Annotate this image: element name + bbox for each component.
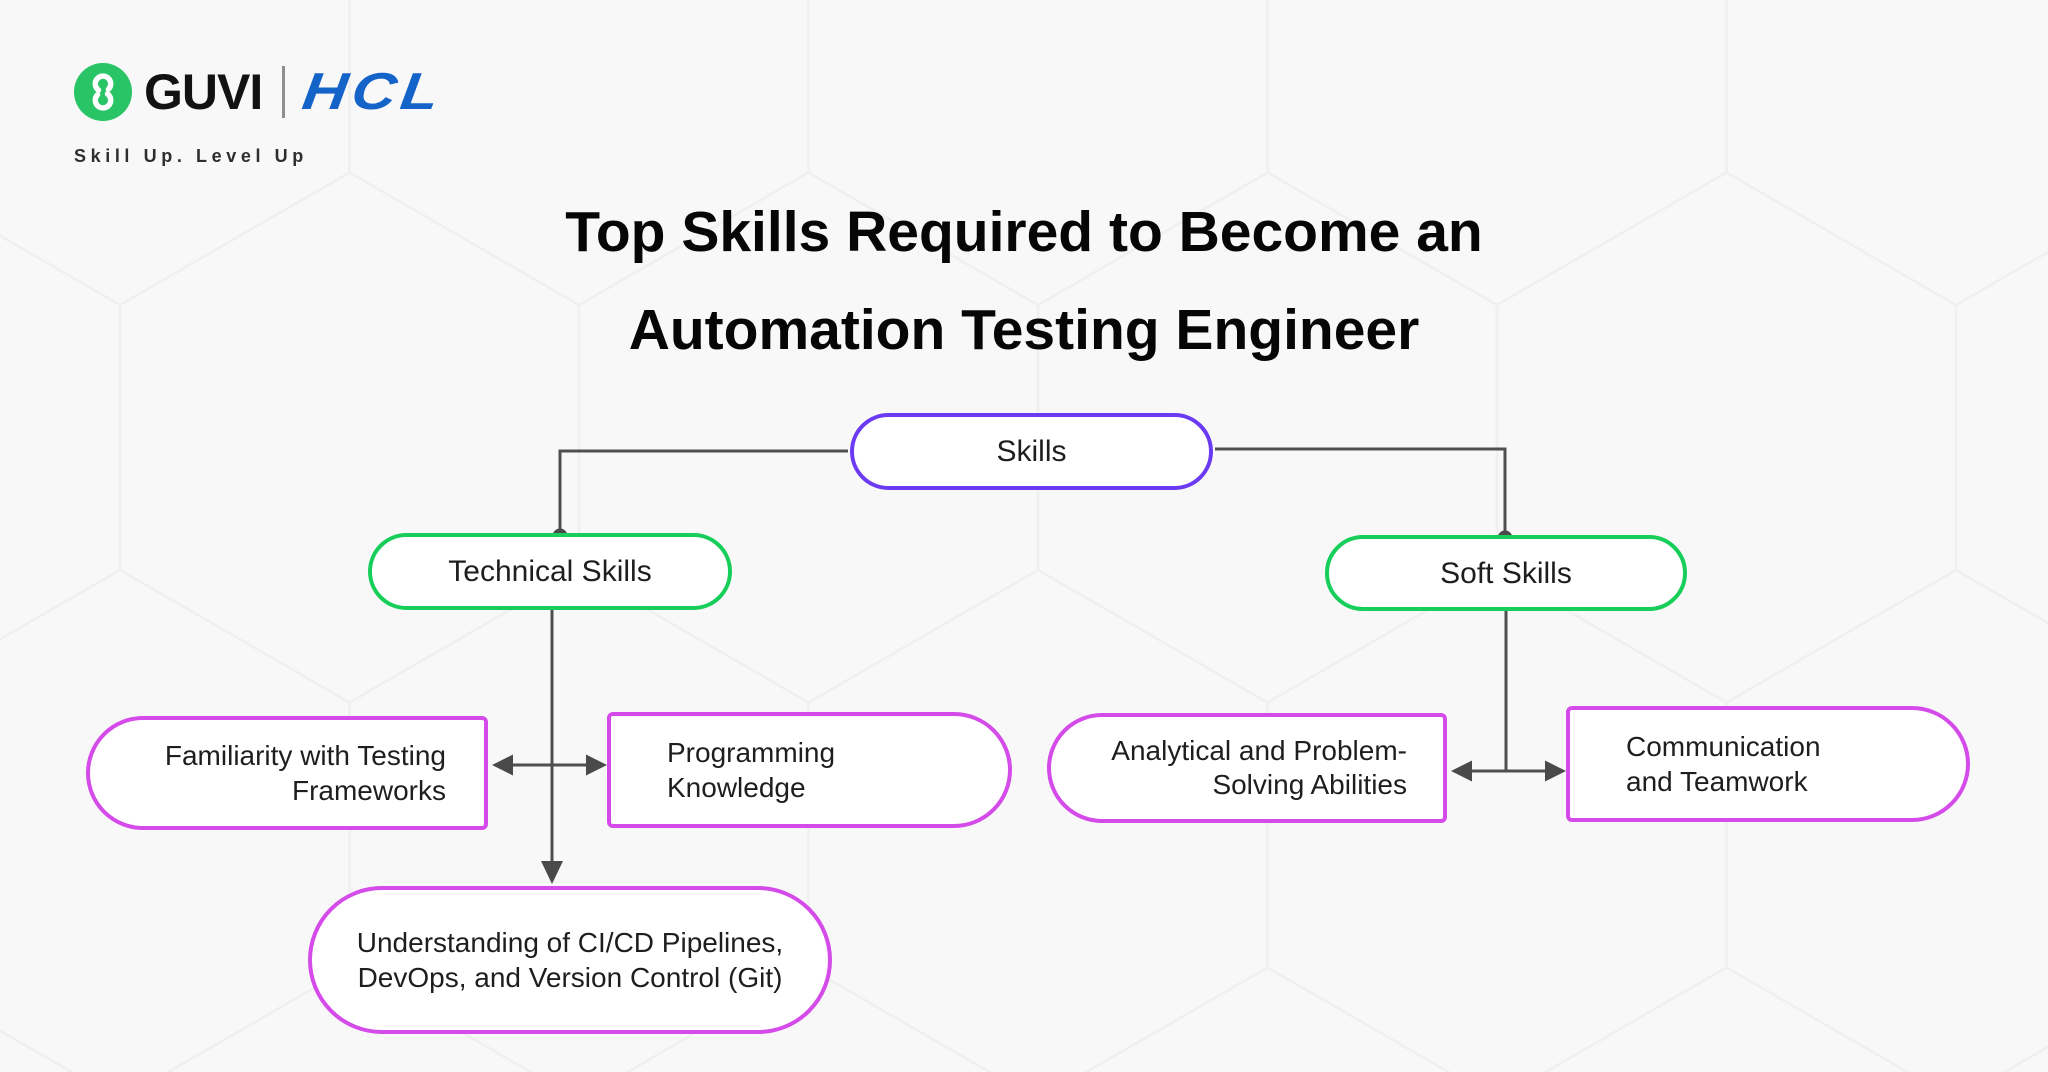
node-programming-label: Programming Knowledge	[667, 737, 836, 803]
node-technical-skills-label: Technical Skills	[448, 555, 652, 588]
logo-row: GUVI HCL	[74, 60, 448, 124]
title-line-1: Top Skills Required to Become an	[565, 200, 1483, 264]
node-analytical-label: Analytical and Problem-Solving Abilities	[1111, 735, 1407, 800]
guvi-wordmark: GUVI	[144, 64, 263, 120]
node-cicd-label: Understanding of CI/CD Pipelines, DevOps…	[356, 927, 784, 993]
title-line-2: Automation Testing Engineer	[628, 298, 1420, 362]
node-familiarity-testing-frameworks: Familiarity with Testing Frameworks	[86, 716, 488, 830]
node-programming-knowledge: Programming Knowledge	[607, 712, 1012, 828]
node-soft-skills-label: Soft Skills	[1440, 556, 1572, 590]
node-technical-skills: Technical Skills	[368, 533, 732, 610]
hcl-wordmark: HCL	[299, 63, 448, 121]
guvi-logo-icon	[74, 63, 132, 121]
brand-header: GUVI HCL Skill Up. Level Up	[74, 60, 448, 167]
page-title: Top Skills Required to Become an Automat…	[0, 183, 2048, 379]
node-soft-skills: Soft Skills	[1325, 535, 1687, 611]
node-skills: Skills	[850, 413, 1213, 490]
node-communication-teamwork: Communication and Teamwork	[1566, 706, 1970, 822]
node-cicd-devops-version-control: Understanding of CI/CD Pipelines, DevOps…	[308, 886, 832, 1034]
node-communication-label: Communication and Teamwork	[1626, 731, 1821, 797]
brand-tagline: Skill Up. Level Up	[74, 146, 308, 166]
node-analytical-problem-solving: Analytical and Problem-Solving Abilities	[1047, 713, 1447, 823]
logo-divider	[282, 66, 286, 118]
node-familiarity-label: Familiarity with Testing Frameworks	[164, 740, 446, 806]
node-skills-label: Skills	[996, 435, 1067, 468]
